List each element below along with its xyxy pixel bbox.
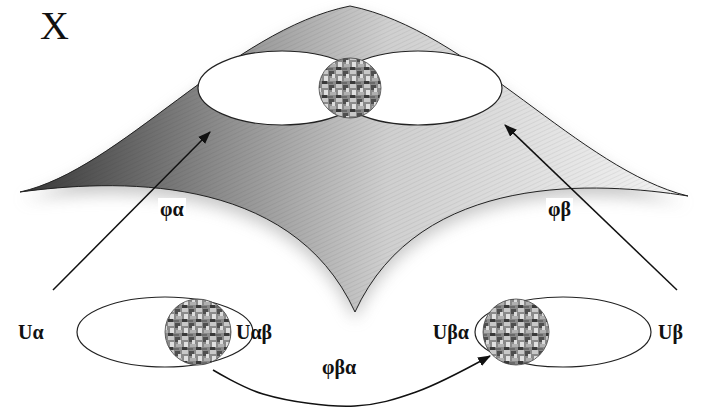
overlap-disk: Uβα (418, 296, 552, 368)
map-label: φα (158, 198, 186, 220)
map-label: φβ (546, 198, 573, 220)
domain-outline (77, 297, 253, 367)
node-label: X (40, 6, 69, 46)
chart-domain: Uα Uαβ (15, 294, 287, 370)
surface-fill (20, 6, 688, 312)
node-label: Uα (18, 322, 44, 342)
node-label: Uβ (658, 322, 683, 342)
chart-map-arrow (53, 132, 210, 290)
disk-outline (165, 299, 231, 365)
chart-map-arrow (505, 125, 677, 290)
image-overlap (319, 58, 381, 118)
node-label: Uαβ (236, 322, 272, 342)
overlap-disk: Uαβ (163, 296, 285, 368)
shape-outline (18, 0, 690, 318)
chart-map-arrow (213, 356, 490, 406)
node-label: Uβα (433, 322, 469, 342)
chart-domain: Uβ Uβα (415, 294, 697, 370)
surface-hatching (20, 6, 688, 312)
domain-outline (475, 297, 651, 367)
map-label: φβα (320, 356, 358, 378)
manifold-surface: X (18, 0, 690, 318)
disk-outline (483, 299, 549, 365)
